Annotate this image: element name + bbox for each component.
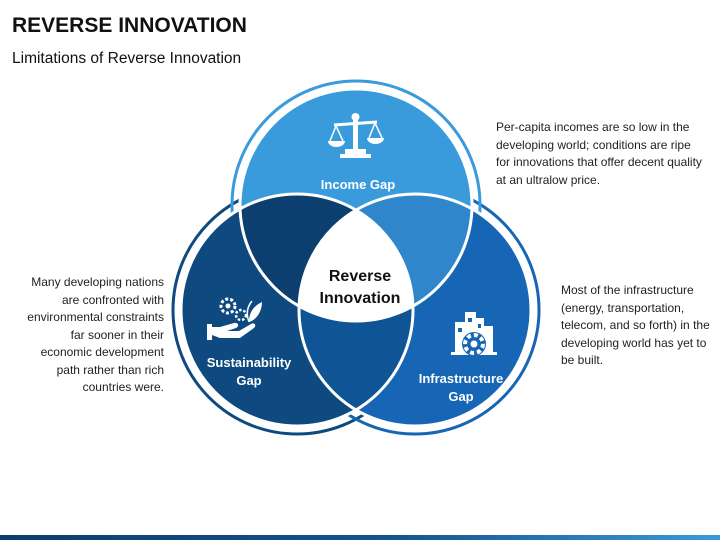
page-subtitle: Limitations of Reverse Innovation bbox=[12, 50, 242, 67]
bottom-accent-bar bbox=[0, 535, 720, 540]
income-gap-label: Income Gap bbox=[321, 177, 395, 192]
center-region bbox=[299, 194, 413, 321]
center-label-line2: Innovation bbox=[320, 290, 401, 307]
infrastructure-gap-label-line1: Infrastructure bbox=[419, 371, 504, 386]
scale-balance-icon bbox=[328, 113, 384, 158]
sustainability-gap-description: Many developing nations are confronted w… bbox=[27, 275, 164, 394]
center-label-line1: Reverse bbox=[329, 268, 391, 285]
page-title: REVERSE INNOVATION bbox=[12, 14, 247, 37]
hand-gears-plant-icon bbox=[207, 297, 262, 340]
sustainability-gap-label-line1: Sustainability bbox=[207, 355, 292, 370]
city-gear-icon bbox=[451, 312, 497, 356]
infrastructure-gap-description: Most of the infrastructure (energy, tran… bbox=[561, 283, 710, 367]
income-gap-description: Per-capita incomes are so low in the dev… bbox=[496, 120, 702, 187]
infrastructure-gap-label-line2: Gap bbox=[448, 389, 473, 404]
sustainability-gap-label-line2: Gap bbox=[236, 373, 261, 388]
